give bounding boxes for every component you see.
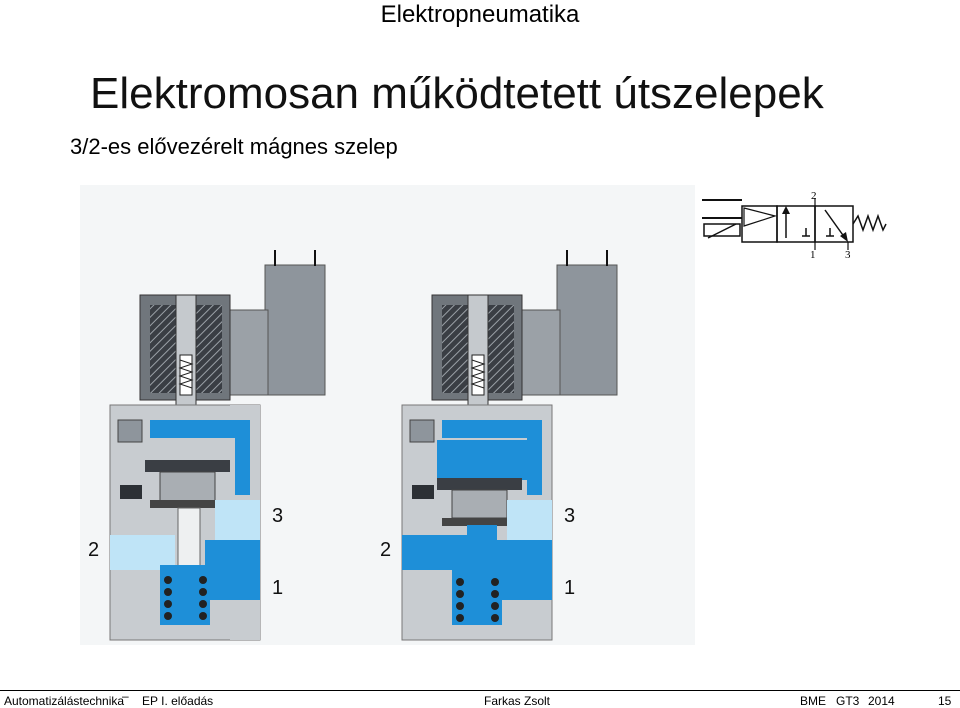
slide-title: Elektromosan működtetett útszelepek	[90, 69, 824, 118]
valve-cross-section-diagram: 2 3 1 2 3 1	[80, 185, 695, 645]
symbol-port-1: 1	[810, 249, 816, 261]
right-port-1-label: 1	[564, 577, 575, 599]
symbol-port-3: 3	[845, 249, 851, 261]
right-valve: 2 3 1	[380, 250, 618, 641]
footer-year: 2014	[868, 694, 895, 708]
footer-lecture: EP I. előadás	[142, 694, 214, 708]
left-port-3-label: 3	[272, 505, 283, 527]
right-port-3-label: 3	[564, 505, 575, 527]
right-port-2-label: 2	[380, 539, 391, 561]
footer-page-number: 15	[938, 694, 952, 708]
valve-symbol: 2 1 3	[702, 190, 887, 261]
footer-group: GT3	[836, 694, 860, 708]
left-port-1-label: 1	[272, 577, 283, 599]
slide-header: Elektropneumatika	[380, 1, 580, 28]
footer-divider	[0, 690, 960, 691]
footer-course: Automatizálástechnika	[4, 694, 125, 708]
footer-dash: –	[122, 689, 129, 703]
slide-subtitle: 3/2-es elővezérelt mágnes szelep	[70, 134, 398, 159]
footer-institution: BME	[800, 694, 827, 708]
footer-author: Farkas Zsolt	[484, 694, 551, 708]
left-port-2-label: 2	[88, 539, 99, 561]
left-valve: 2 3 1	[80, 185, 695, 645]
symbol-port-2: 2	[811, 190, 817, 202]
